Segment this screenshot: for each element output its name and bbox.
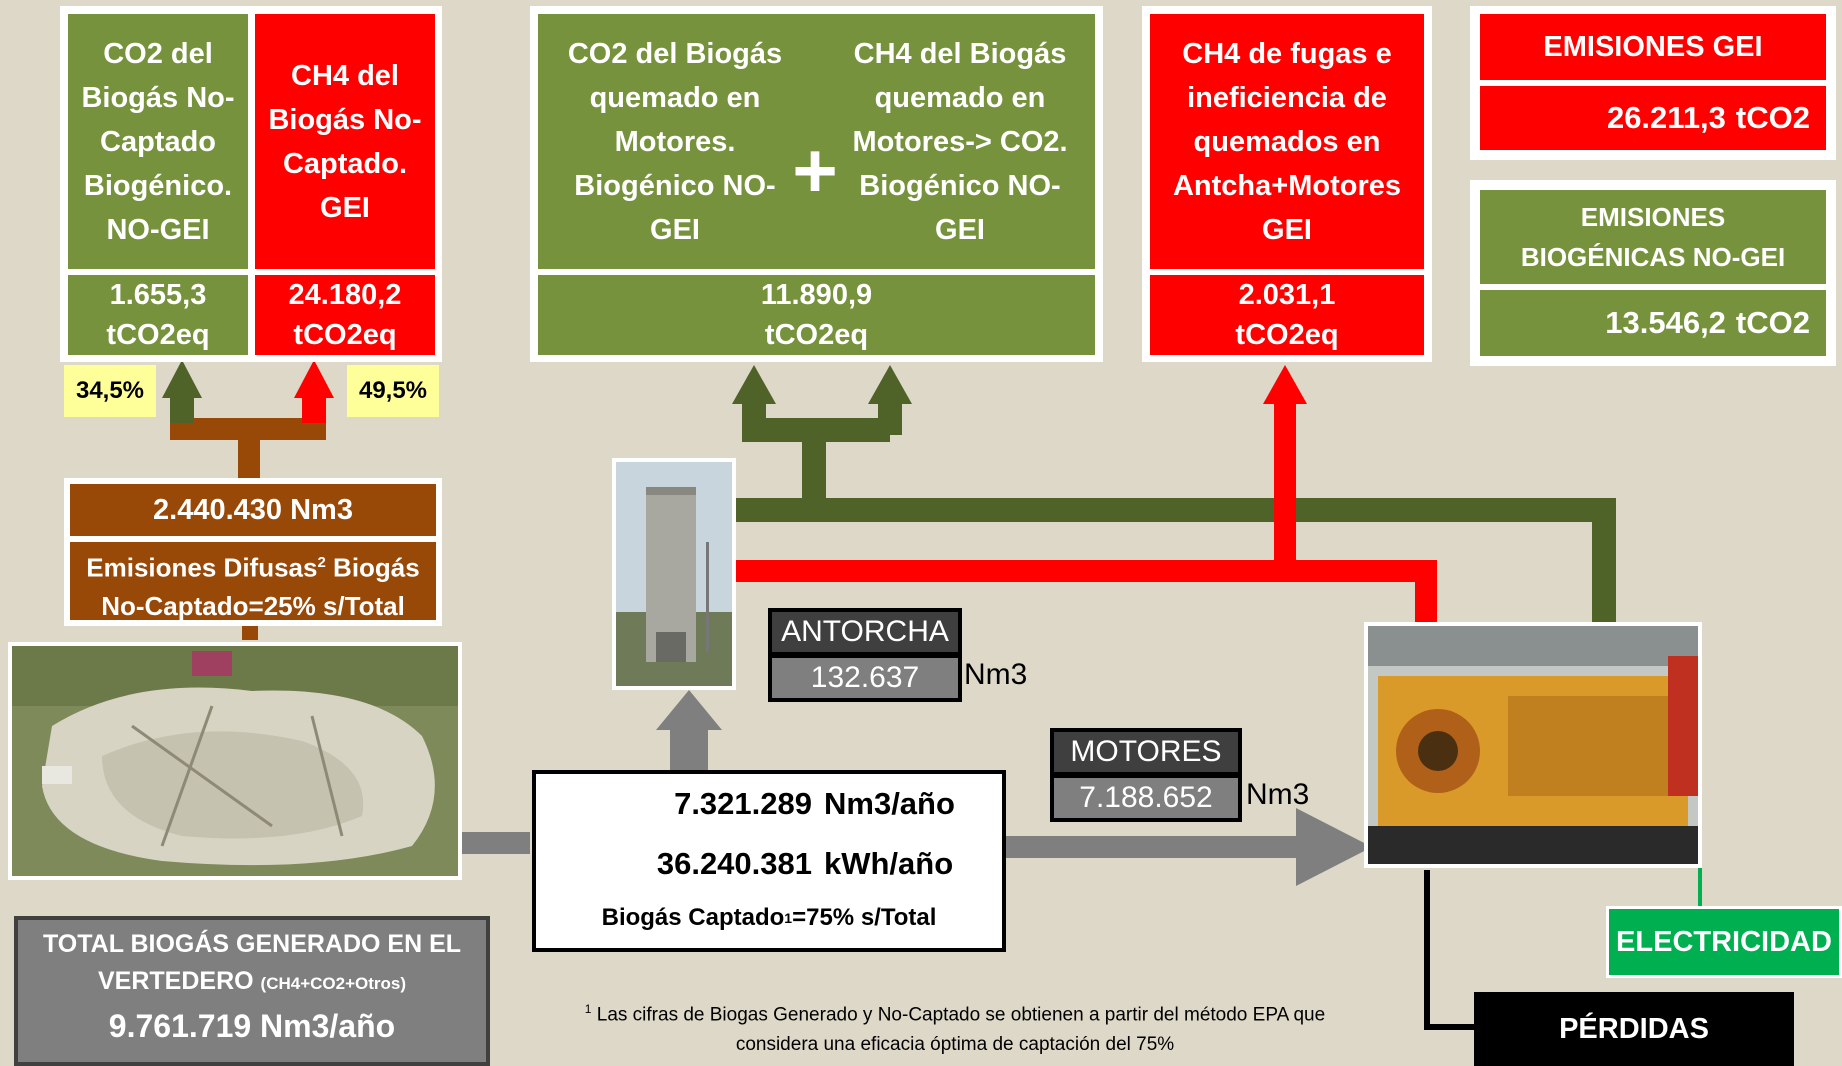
green-flow-line [735, 498, 1605, 522]
antorcha-photo [612, 458, 736, 690]
antorcha-label-box: ANTORCHA 132.637 [768, 608, 962, 702]
co2-nocaptado-unit: tCO2eq [106, 319, 210, 351]
captured-energy: 36.240.381 [656, 846, 812, 881]
motores-total-unit: tCO2eq [764, 319, 869, 351]
diffuse-label-b: Biogás [325, 552, 420, 583]
total-unit: Nm3/año [260, 1008, 396, 1044]
diffuse-volume: 2.440.430 Nm3 [70, 484, 436, 536]
diffuse-label-cell: Emisiones Difusas2 Biogás No-Captado=25%… [70, 542, 436, 621]
ch4-motores-title: CH4 del Biogás quemado en Motores-> CO2.… [852, 37, 1068, 246]
total-biogas-box: TOTAL BIOGÁS GENERADO EN EL VERTEDERO (C… [14, 916, 490, 1066]
electricity-line [1698, 860, 1702, 910]
total-title-b: VERTEDERO [97, 967, 254, 995]
total-value: 9.761.719 [108, 1008, 252, 1044]
engine-image [1368, 626, 1698, 864]
footnote: 1 Las cifras de Biogas Generado y No-Cap… [540, 994, 1370, 1060]
ch4-nocaptado-value: 24.180,2 [288, 279, 402, 311]
motores-value: 7.188.652 [1054, 778, 1238, 818]
ch4-fugas-value: 2.031,1 [1238, 279, 1336, 311]
total-title-a: TOTAL BIOGÁS GENERADO EN EL [42, 930, 462, 958]
ch4-percentage: 49,5% [347, 365, 439, 417]
motores-label: MOTORES [1054, 732, 1238, 772]
green-arrow-head [162, 360, 202, 398]
engine-photo [1364, 622, 1702, 868]
gei-summary-value: 26.211,3 [1606, 100, 1726, 135]
grey-arrow-shaft [670, 724, 708, 772]
ch4-fugas-value-cell: 2.031,1 tCO2eq [1150, 275, 1424, 355]
biogenic-summary-unit: tCO2 [1735, 305, 1810, 340]
diffuse-label-a: Emisiones Difusas [86, 552, 318, 583]
antorcha-image [616, 462, 732, 686]
captured-energy-row: 36.240.381 kWh/año [536, 846, 1002, 882]
gei-summary-title: EMISIONES GEI [1480, 14, 1826, 80]
captured-energy-unit: kWh/año [824, 846, 954, 881]
captured-volume: 7.321.289 [674, 786, 812, 821]
total-title-small: (CH4+CO2+Otros) [260, 974, 407, 993]
grey-arrow-head [1296, 808, 1372, 886]
captured-volume-unit: Nm3/año [824, 786, 955, 821]
captured-biogas-inner: 7.321.289 Nm3/año 36.240.381 kWh/año Bio… [536, 774, 1002, 948]
green-arrow-head [868, 365, 912, 404]
footnote-line2: considera una eficacia óptima de captaci… [735, 1034, 1175, 1056]
red-flow-line [735, 560, 1435, 582]
diffuse-label-c: No-Captado=25% s/Total [101, 590, 405, 621]
motores-emissions-title-area [538, 14, 1095, 269]
total-value-row: 9.761.719 Nm3/año [18, 1008, 486, 1045]
plus-sign: + [792, 125, 838, 214]
gei-summary-value-cell: 26.211,3 tCO2 [1480, 86, 1826, 150]
green-flow-line [742, 418, 890, 442]
green-arrow-head [732, 365, 776, 404]
losses-output: PÉRDIDAS [1474, 992, 1794, 1066]
landfill-aerial-photo [8, 642, 462, 880]
red-flow-line [1274, 395, 1296, 570]
co2-nocaptado-title: CO2 del Biogás No-Captado Biogénico. NO-… [68, 14, 248, 269]
motores-total-value: 11.890,9 [760, 279, 873, 311]
co2-motores-title: CO2 del Biogás quemado en Motores. Biogé… [567, 37, 783, 246]
red-arrow-shaft [302, 395, 326, 423]
co2-percentage: 34,5% [64, 365, 156, 417]
green-flow-line [1592, 498, 1616, 628]
grey-arrow-head [656, 690, 722, 730]
antorcha-unit: Nm3 [964, 658, 1028, 691]
captured-note-sup: 1 [784, 910, 793, 926]
ch4-nocaptado-title: CH4 del Biogás No-Captado. GEI [255, 14, 435, 269]
red-flow-line [1415, 560, 1437, 628]
footnote-sup: 1 [584, 1002, 592, 1016]
antorcha-value: 132.637 [772, 658, 958, 698]
co2-nocaptado-value: 1.655,3 [109, 279, 207, 311]
diffuse-label-sup: 2 [317, 554, 326, 571]
captured-note-b: =75% s/Total [792, 904, 937, 931]
captured-note-a: Biogás Captado [601, 904, 785, 931]
red-arrow-head [1263, 365, 1307, 404]
motores-label-box: MOTORES 7.188.652 [1050, 728, 1242, 822]
green-arrow-shaft [170, 395, 194, 423]
ch4-fugas-unit: tCO2eq [1235, 319, 1339, 351]
brown-connector [170, 418, 326, 440]
biogenic-summary-value: 13.546,2 [1605, 305, 1726, 340]
co2-nocaptado-value-cell: 1.655,3 tCO2eq [68, 275, 248, 355]
ch4-nocaptado-value-cell: 24.180,2 tCO2eq [255, 275, 435, 355]
grey-arrow-shaft [1003, 836, 1303, 858]
ch4-nocaptado-unit: tCO2eq [293, 319, 397, 351]
losses-line [1424, 870, 1430, 1030]
electricity-output: ELECTRICIDAD [1606, 906, 1842, 978]
motores-unit: Nm3 [1246, 778, 1310, 811]
biogenic-summary-value-cell: 13.546,2 tCO2 [1480, 290, 1826, 356]
ch4-fugas-title: CH4 de fugas e ineficiencia de quemados … [1150, 14, 1424, 269]
brown-connector [238, 435, 260, 485]
biogenic-summary-title: EMISIONES BIOGÉNICAS NO-GEI [1480, 190, 1826, 284]
captured-volume-row: 7.321.289 Nm3/año [536, 786, 1002, 822]
losses-line [1424, 1024, 1476, 1030]
grey-connector [460, 832, 530, 854]
gei-summary-unit: tCO2 [1735, 100, 1810, 135]
captured-biogas-box: 7.321.289 Nm3/año 36.240.381 kWh/año Bio… [532, 770, 1006, 952]
antorcha-label: ANTORCHA [772, 612, 958, 652]
motores-total-value-cell: 11.890,9 tCO2eq [538, 275, 1095, 355]
footnote-line1: Las cifras de Biogas Generado y No-Capta… [591, 1004, 1326, 1026]
landfill-image [12, 646, 458, 876]
total-title-row: VERTEDERO (CH4+CO2+Otros) [18, 967, 486, 996]
red-arrow-head [294, 360, 334, 398]
